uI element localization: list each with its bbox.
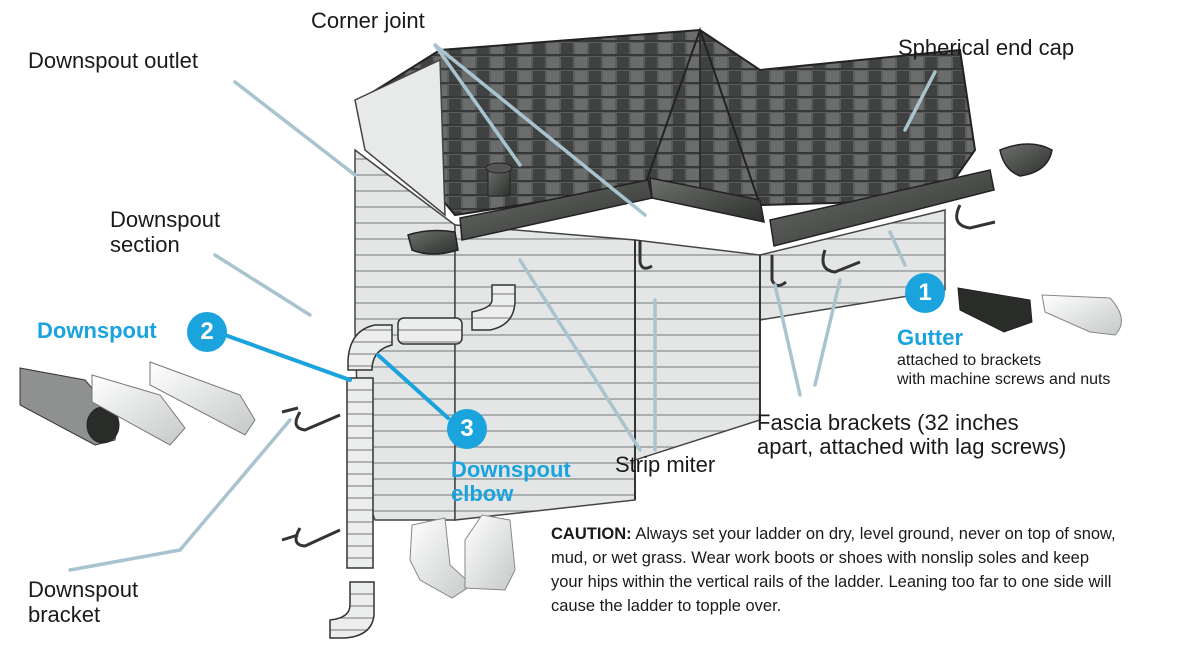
- caution-title: CAUTION:: [551, 525, 632, 543]
- label-downspout-elbow-1: Downspout: [451, 457, 571, 482]
- badge-downspout: 2: [187, 312, 227, 352]
- accent-pointers: [223, 333, 450, 420]
- label-downspout: Downspout: [37, 318, 157, 343]
- label-corner-joint: Corner joint: [311, 8, 425, 33]
- badge-downspout-elbow: 3: [447, 409, 487, 449]
- label-fascia-brackets-2: apart, attached with lag screws): [757, 434, 1067, 459]
- downspout-assembly: [329, 324, 393, 639]
- roof: [354, 26, 977, 217]
- label-gutter: Gutter: [897, 325, 963, 350]
- label-gutter-note-1: attached to brackets: [897, 352, 1042, 369]
- caution-text: Always set your ladder on dry, level gro…: [551, 525, 1116, 615]
- label-fascia-brackets-1: Fascia brackets (32 inches: [757, 410, 1019, 435]
- eave-gutters: [407, 143, 1053, 255]
- label-downspout-section-2: section: [110, 232, 180, 257]
- label-spherical-end-cap: Spherical end cap: [898, 35, 1075, 60]
- downspout-profiles: [19, 361, 256, 446]
- gutter-profiles: [957, 287, 1122, 336]
- elbow-products: [409, 514, 516, 599]
- label-downspout-bracket-2: bracket: [28, 602, 101, 627]
- label-downspout-elbow-2: elbow: [451, 481, 514, 506]
- label-downspout-outlet: Downspout outlet: [28, 48, 198, 73]
- downspout-bracket-parts: [281, 406, 341, 548]
- label-downspout-section-1: Downspout: [110, 207, 221, 232]
- badge-gutter: 1: [905, 273, 945, 313]
- label-gutter-note-2: with machine screws and nuts: [897, 371, 1111, 388]
- pointer-lines: [68, 43, 937, 572]
- downspout-outlet-part: [485, 162, 513, 197]
- upper-elbow-part: [397, 284, 516, 345]
- label-downspout-bracket-1: Downspout: [28, 577, 139, 602]
- label-strip-miter: Strip miter: [615, 452, 716, 477]
- caution-note: CAUTION: Always set your ladder on dry, …: [551, 522, 1117, 618]
